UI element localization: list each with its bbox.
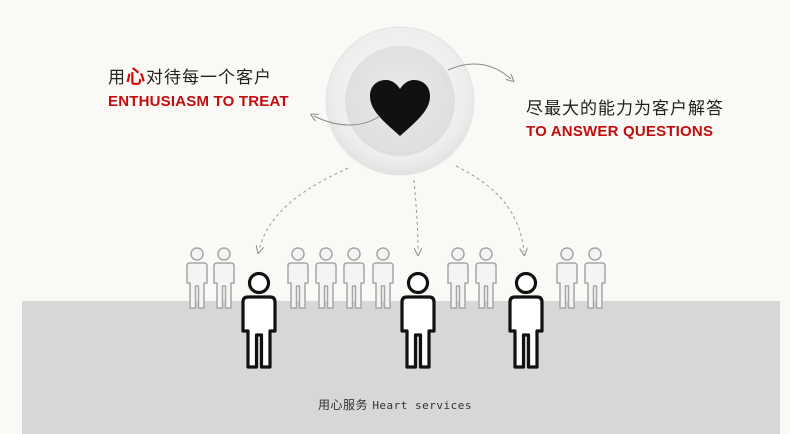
- left-slogan: 用心对待每一个客户 ENTHUSIASM TO TREAT: [108, 62, 289, 110]
- right-slogan-cn: 尽最大的能力为客户解答: [526, 99, 724, 119]
- person-icon: [241, 271, 277, 369]
- caption-cn: 用心服务: [317, 398, 368, 412]
- left-slogan-highlight: 心: [126, 66, 147, 88]
- person-icon: [584, 247, 606, 309]
- curved-arrow-icon: [314, 116, 381, 126]
- person-icon: [343, 247, 365, 309]
- person-icon: [287, 247, 309, 309]
- right-slogan: 尽最大的能力为客户解答 TO ANSWER QUESTIONS: [526, 94, 724, 140]
- person-icon: [186, 247, 208, 309]
- footer-caption: 用心服务 Heart services: [0, 396, 790, 413]
- person-icon: [315, 247, 337, 309]
- person-icon: [447, 247, 469, 309]
- served-customers: [241, 271, 544, 369]
- person-icon: [213, 247, 235, 309]
- heart-medallion: [325, 26, 475, 176]
- person-icon: [372, 247, 394, 309]
- person-icon: [556, 247, 578, 309]
- right-slogan-en: TO ANSWER QUESTIONS: [526, 123, 714, 140]
- person-icon: [400, 271, 436, 369]
- left-slogan-cn: 用心对待每一个客户: [108, 62, 289, 89]
- person-icon: [475, 247, 497, 309]
- left-slogan-suffix: 对待每一个客户: [146, 68, 273, 88]
- left-slogan-en: ENTHUSIASM TO TREAT: [108, 93, 289, 110]
- person-icon: [508, 271, 544, 369]
- heart-icon: [370, 80, 430, 136]
- curved-arrow-icon: [447, 63, 511, 79]
- caption-en: Heart services: [372, 399, 473, 412]
- left-slogan-prefix: 用: [108, 68, 126, 88]
- dashed-connectors: [259, 165, 524, 252]
